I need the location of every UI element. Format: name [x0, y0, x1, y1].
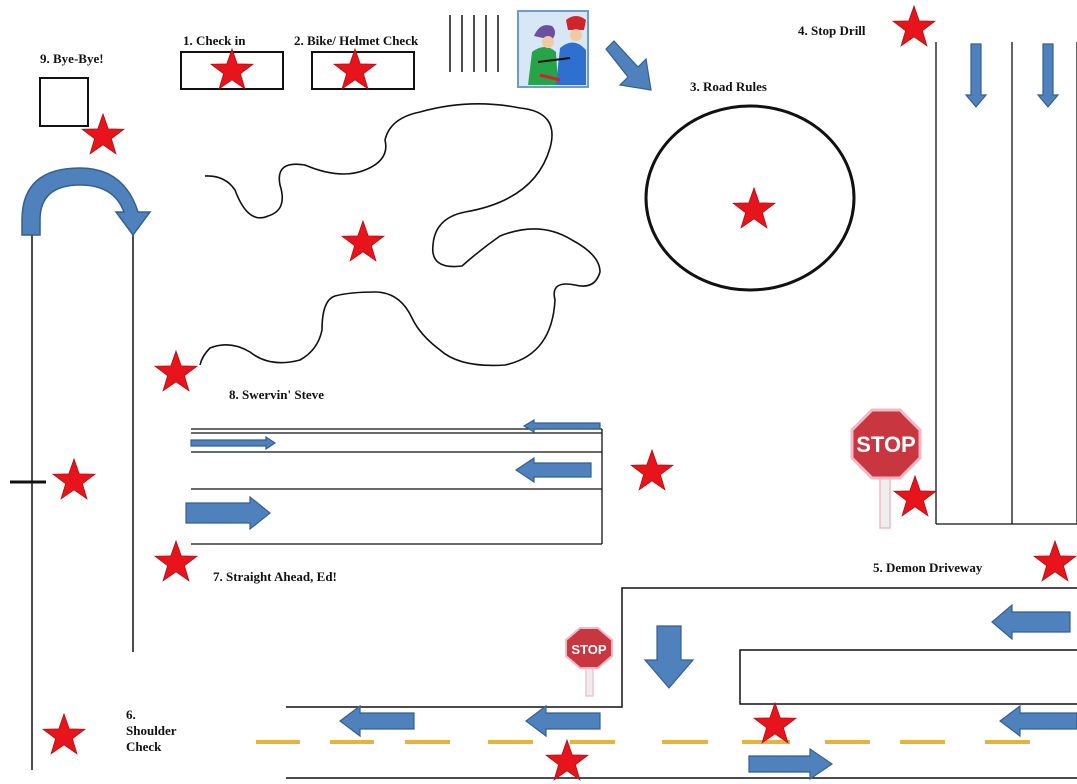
arrow-icon-driveway-down — [643, 625, 695, 689]
arrow-icon-road-left-3 — [999, 704, 1077, 738]
label-straight-ahead: 7. Straight Ahead, Ed! — [213, 569, 337, 584]
star-icons — [42, 5, 1077, 781]
swervin-steve-lanes — [191, 428, 603, 545]
star-icon — [154, 540, 198, 582]
arrow-icon-driveway-top-left — [991, 603, 1071, 641]
svg-text:STOP: STOP — [856, 432, 916, 457]
label-shoulder-check-line2: Check — [126, 739, 162, 754]
label-swervin-steve: 8. Swervin' Steve — [229, 387, 324, 402]
star-icon — [52, 458, 96, 500]
arrow-icon-diagonal — [605, 40, 652, 91]
star-icon — [210, 48, 254, 90]
arrow-icon-swerve-middle-left — [514, 456, 592, 484]
arrow-icon-road-right — [748, 747, 834, 781]
arrow-icon-swerve-bottom-right — [185, 495, 271, 531]
stop-sign-icon-small: STOP — [565, 627, 613, 697]
star-icon — [893, 475, 937, 517]
cyclists-clipart — [517, 10, 589, 88]
svg-text:STOP: STOP — [571, 642, 606, 657]
star-icon — [753, 702, 797, 744]
return-lanes — [10, 232, 134, 770]
label-bye-bye: 9. Bye-Bye! — [40, 51, 104, 66]
arrow-icon-stop-drill-left — [964, 43, 988, 108]
swerve-path — [199, 103, 601, 367]
u-turn-arrow-icon — [21, 167, 152, 237]
label-check-in: 1. Check in — [183, 33, 246, 48]
star-icon — [154, 350, 198, 392]
star-icon — [341, 220, 385, 262]
bye-bye-box — [39, 77, 89, 127]
arrow-icon-swerve-top-left — [522, 418, 601, 434]
arrow-icon-swerve-top-right — [190, 435, 277, 451]
label-shoulder-check-line1: Shoulder — [126, 723, 177, 738]
label-road-rules: 3. Road Rules — [690, 79, 767, 94]
label-shoulder-check-number: 6. — [126, 707, 136, 722]
stop-drill-lanes — [935, 42, 1077, 525]
label-demon-driveway: 5. Demon Driveway — [873, 560, 983, 575]
bike-rack-lines — [449, 15, 499, 72]
star-icon — [732, 187, 776, 229]
star-icon — [892, 5, 936, 47]
arrow-icon-stop-drill-right — [1036, 43, 1060, 108]
demon-driveway-lines — [286, 587, 1077, 779]
star-icon — [1033, 540, 1077, 582]
arrow-icon-road-left-1 — [339, 704, 415, 738]
star-icon — [42, 713, 86, 755]
label-stop-drill: 4. Stop Drill — [798, 23, 866, 38]
star-icon — [545, 739, 589, 781]
label-bike-helmet-check: 2. Bike/ Helmet Check — [294, 33, 419, 48]
star-icon — [630, 449, 674, 491]
arrow-icon-road-left-2 — [525, 704, 601, 738]
stop-sign-icon-large: STOP — [850, 408, 922, 529]
road-rules-circle — [644, 104, 856, 292]
helmet-check-box — [311, 51, 415, 90]
star-icon — [333, 48, 377, 90]
